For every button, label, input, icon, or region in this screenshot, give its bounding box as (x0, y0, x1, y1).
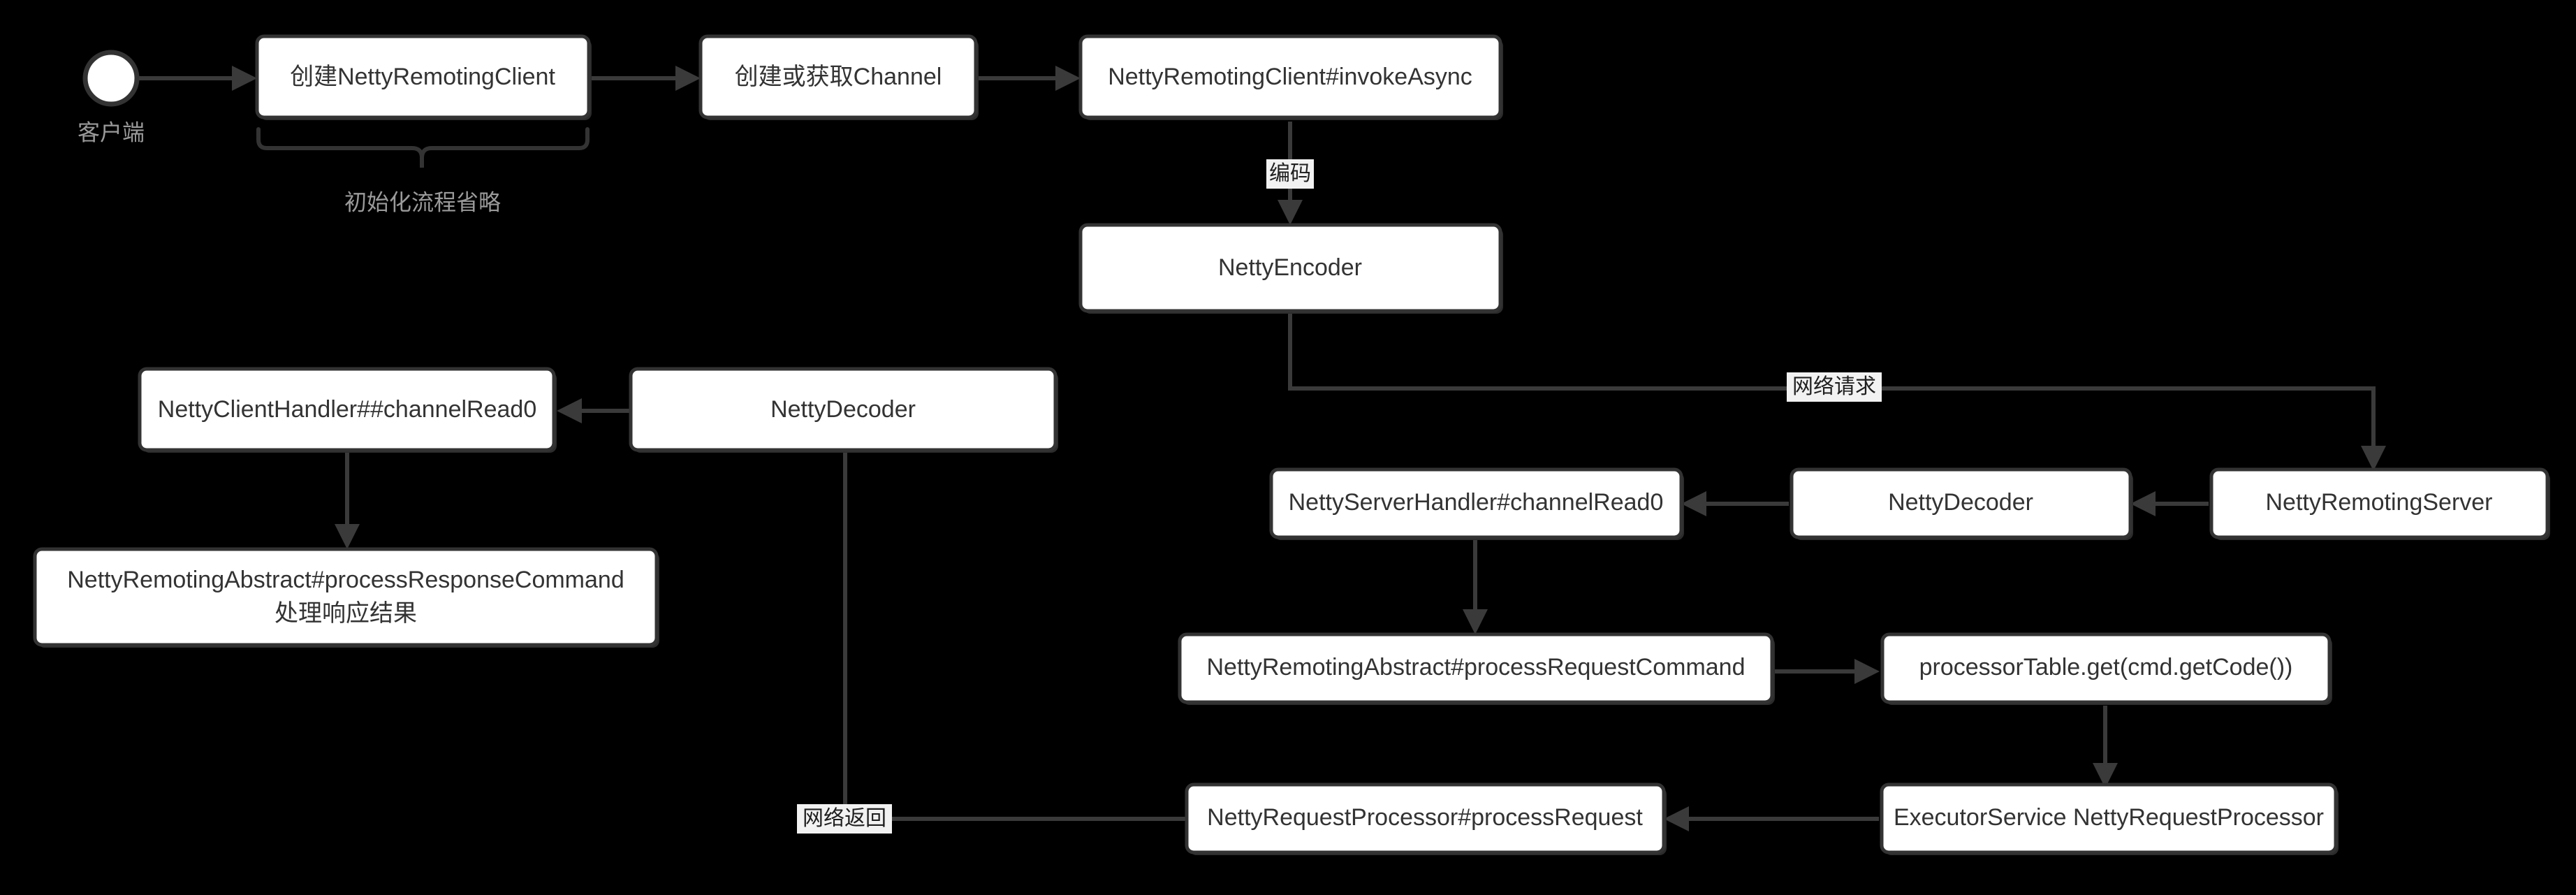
node-server-handler-label: NettyServerHandler#channelRead0 (1289, 489, 1664, 516)
node-netty-request-processor-label: NettyRequestProcessor#processRequest (1207, 804, 1643, 831)
node-netty-remoting-server-label: NettyRemotingServer (2265, 489, 2492, 516)
svg-text:网络返回: 网络返回 (803, 807, 886, 830)
node-invoke-async-label: NettyRemotingClient#invokeAsync (1108, 64, 1472, 90)
svg-text:编码: 编码 (1269, 162, 1311, 185)
node-create-or-get-channel[interactable] (698, 34, 979, 120)
node-netty-encoder[interactable] (1078, 223, 1503, 314)
node-create-or-get-channel-label: 创建或获取Channel (735, 64, 942, 90)
edge-label-encode: 编码 (1266, 159, 1314, 189)
node-process-response-command-label-line2: 处理响应结果 (275, 600, 417, 627)
init-flow-brace (256, 127, 590, 168)
svg-text:网络请求: 网络请求 (1792, 375, 1876, 398)
node-netty-decoder-server[interactable] (1790, 467, 2133, 540)
edge-client-handler-to-process-response (335, 453, 360, 549)
node-netty-decoder-server-label: NettyDecoder (1888, 489, 2033, 516)
edge-processor-table-to-executor (2093, 706, 2118, 788)
edge-process-request-to-processor-table (1772, 659, 1880, 684)
edge-client-to-create-client (137, 66, 257, 91)
node-process-request-command[interactable] (1178, 632, 1775, 705)
init-flow-omitted-label: 初始化流程省略 (344, 189, 501, 214)
node-executor-service-label: ExecutorService NettyRequestProcessor (1894, 804, 2324, 831)
client-circle-label: 客户端 (78, 119, 145, 145)
edge-server-handler-to-process-request (1463, 537, 1488, 634)
edge-create-client-to-channel (589, 66, 701, 91)
edge-decoder-to-server-handler (1681, 491, 1789, 516)
edge-request-processor-to-decoder-client (833, 425, 1187, 821)
node-process-response-command-label-line1: NettyRemotingAbstract#processResponseCom… (67, 567, 624, 593)
node-netty-decoder-client-label: NettyDecoder (770, 396, 916, 423)
node-netty-encoder-label: NettyEncoder (1218, 254, 1362, 281)
node-server-handler[interactable] (1269, 467, 1684, 540)
node-client-handler[interactable] (138, 367, 557, 453)
node-processor-table-get[interactable] (1880, 632, 2332, 705)
edge-channel-to-invoke-async (979, 66, 1081, 91)
node-process-response-command[interactable] (33, 547, 659, 648)
node-invoke-async[interactable] (1078, 34, 1503, 120)
edge-label-network-return: 网络返回 (797, 804, 892, 834)
node-processor-table-get-label: processorTable.get(cmd.getCode()) (1919, 654, 2293, 681)
node-executor-service[interactable] (1880, 783, 2339, 855)
node-client-handler-label: NettyClientHandler##channelRead0 (158, 396, 536, 423)
node-process-request-command-label: NettyRemotingAbstract#processRequestComm… (1206, 654, 1745, 681)
edge-executor-to-request-processor (1664, 806, 1879, 831)
edge-remoting-server-to-decoder (2130, 491, 2209, 516)
node-netty-decoder-client[interactable] (629, 367, 1058, 453)
node-create-client[interactable] (255, 34, 592, 120)
node-client-circle[interactable] (82, 50, 140, 107)
edge-decoder-client-to-client-handler (557, 398, 631, 423)
edge-label-network-request: 网络请求 (1787, 372, 1882, 402)
node-netty-remoting-server[interactable] (2209, 467, 2550, 540)
node-create-client-label: 创建NettyRemotingClient (290, 64, 555, 90)
node-netty-request-processor[interactable] (1185, 783, 1667, 855)
